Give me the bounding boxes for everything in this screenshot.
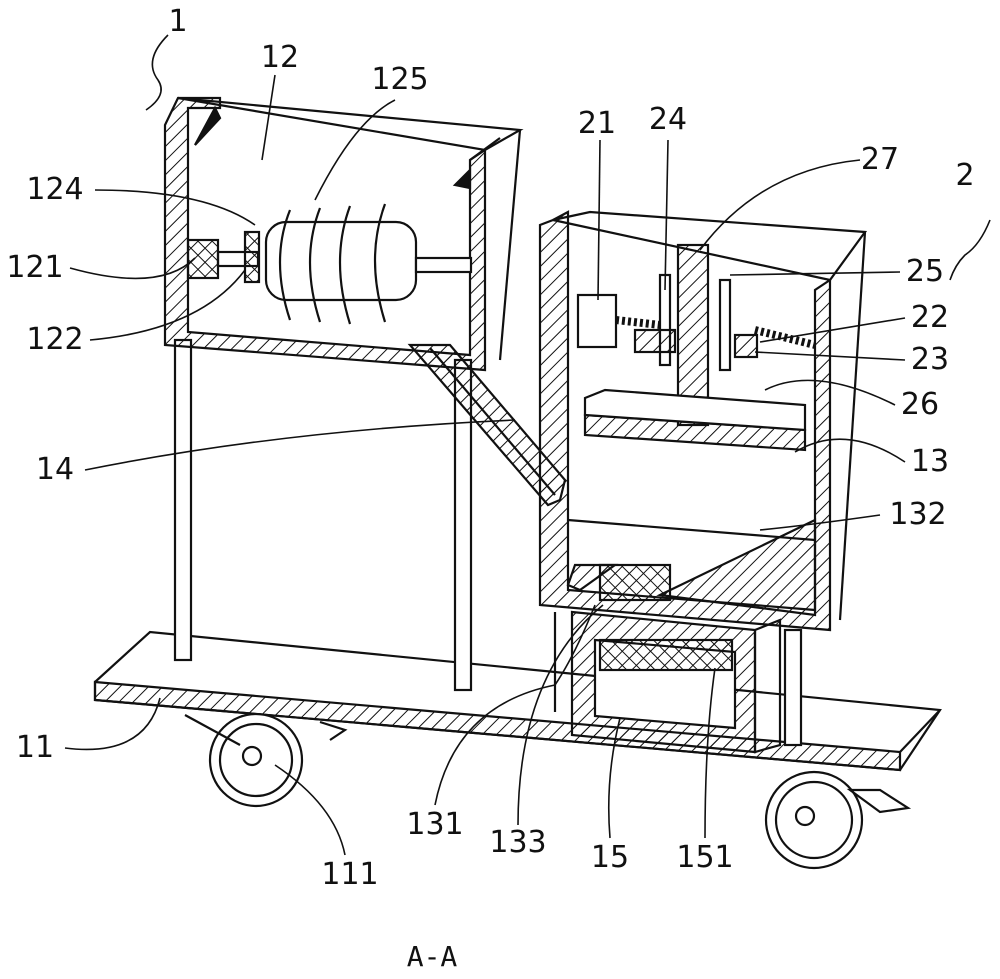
caster-wheel-right [766,772,908,868]
label-15: 15 [591,843,629,873]
label-26: 26 [901,390,939,420]
label-122: 122 [26,325,83,355]
label-131: 131 [406,810,463,840]
figure-caption: A-A [407,943,458,971]
label-133: 133 [489,828,546,858]
label-121: 121 [6,253,63,283]
label-22: 22 [911,303,949,333]
caster-wheel-left [185,714,345,806]
label-27: 27 [861,145,899,175]
label-125: 125 [371,65,428,95]
label-11: 11 [16,733,54,763]
processing-box [540,212,865,630]
label-25: 25 [906,257,944,287]
label-23: 23 [911,345,949,375]
label-24: 24 [649,105,687,135]
crushing-box [165,98,565,505]
label-13: 13 [911,447,949,477]
label-1: 1 [168,7,187,37]
label-12: 12 [261,43,299,73]
label-2: 2 [955,161,974,191]
label-14: 14 [36,455,74,485]
label-132: 132 [889,500,946,530]
label-151: 151 [676,843,733,873]
label-111: 111 [321,860,378,890]
label-21: 21 [578,109,616,139]
collection-box [555,612,780,752]
label-124: 124 [26,175,83,205]
